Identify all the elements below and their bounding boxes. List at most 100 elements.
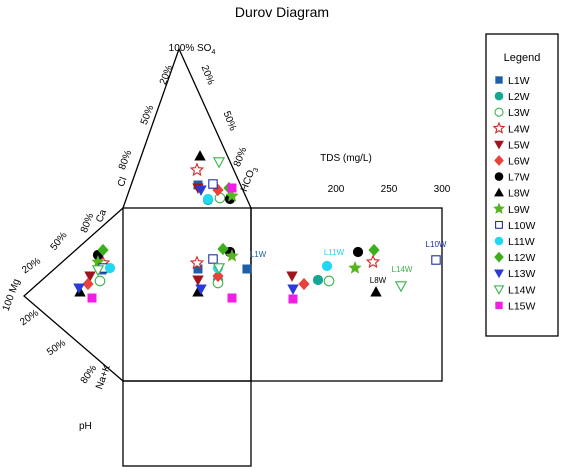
point-l14w-cation <box>91 265 105 277</box>
point-l1w-tds <box>242 264 252 274</box>
cation-triangle <box>23 207 124 382</box>
mg-apex-label: 100 Mg <box>1 278 23 313</box>
chart-title: Durov Diagram <box>235 4 329 20</box>
cation-top-tick-20: 20% <box>20 256 43 277</box>
legend-label-l7w: L7W <box>508 172 530 184</box>
legend-item-l2w: L2W <box>494 91 530 103</box>
legend-item-l8w: L8W <box>494 187 530 200</box>
point-l9w-central <box>225 249 239 262</box>
legend-item-l12w: L12W <box>494 251 536 264</box>
anion-right-tick-20: 20% <box>199 64 216 87</box>
cation-top-tick-80: 80% <box>79 212 96 235</box>
cation-top-tick-50: 50% <box>49 230 70 253</box>
legend-label-l4w: L4W <box>508 123 530 135</box>
point-l5w-central <box>192 275 204 286</box>
point-l3w-tds <box>323 275 335 287</box>
point-l4w-tds <box>365 254 381 269</box>
point-l14w-central <box>212 263 226 275</box>
point-l12w-tds <box>368 243 380 257</box>
legend-label-l9w: L9W <box>508 204 530 216</box>
point-l3w-cation <box>94 275 106 287</box>
point-l6w-central <box>212 269 224 283</box>
legend-item-l10w: L10W <box>495 220 536 232</box>
point-l7w-tds <box>352 246 364 258</box>
cation-bottom-tick-50: 50% <box>45 338 68 359</box>
legend-item-l6w: L6W <box>494 155 530 168</box>
point-l10w-tds <box>431 255 441 265</box>
legend-marker-l11w <box>494 236 504 246</box>
legend-label-l14w: L14W <box>508 284 536 296</box>
point-l11w-tds <box>321 260 333 272</box>
point-l5w-tds <box>286 271 298 282</box>
legend-item-l4w: L4W <box>492 121 530 135</box>
ph-field <box>122 380 252 467</box>
point-l13w-anion <box>195 185 207 196</box>
legend-item-l1w: L1W <box>495 75 530 87</box>
point-l4w-anion <box>189 162 205 177</box>
legend-marker-l5w <box>494 140 504 150</box>
anion-left-tick-20: 20% <box>158 64 175 87</box>
legend-marker-l8w <box>494 187 504 197</box>
legend-title: Legend <box>504 52 541 64</box>
tds-label-l8w: L8W <box>370 276 387 285</box>
legend-label-l5w: L5W <box>508 139 530 151</box>
legend-label-l10w: L10W <box>508 220 536 232</box>
legend-marker-l6w <box>494 155 504 166</box>
legend-label-l8w: L8W <box>508 188 530 200</box>
legend-label-l2w: L2W <box>508 91 530 103</box>
point-l12w-cation <box>97 243 109 257</box>
point-l5w-cation <box>84 271 96 282</box>
point-l9w-anion <box>225 189 239 202</box>
anion-right-tick-80: 80% <box>232 146 249 169</box>
point-l15w-cation <box>87 293 97 303</box>
legend-item-l11w: L11W <box>494 236 535 248</box>
anion-right-tick-50: 50% <box>221 110 238 133</box>
point-l2w-tds <box>312 274 324 286</box>
tds-label-l11w: L11W <box>324 248 345 257</box>
point-l6w-tds <box>298 277 310 291</box>
tds-label-l10w: L10W <box>426 240 447 249</box>
legend-marker-l2w <box>494 91 504 101</box>
legend: Legend L1W L2W L3W L4W L5W L6W L7W L8W L9W L10W L1… <box>485 33 559 337</box>
tds-tick-250: 250 <box>381 184 398 195</box>
legend-marker-l7w <box>494 172 504 181</box>
legend-item-l13w: L13W <box>494 268 536 280</box>
point-l9w-tds <box>348 261 362 274</box>
anion-left-tick-80: 80% <box>117 149 134 172</box>
data-points <box>73 150 441 304</box>
legend-label-l13w: L13W <box>508 268 536 280</box>
cl-label: Cl <box>116 176 130 189</box>
point-l14w-anion <box>212 157 226 169</box>
point-l13w-tds <box>287 284 299 295</box>
cation-bottom-tick-20: 20% <box>18 308 41 329</box>
legend-item-l14w: L14W <box>493 284 536 296</box>
legend-marker-l4w <box>492 121 506 134</box>
point-l14w-tds <box>394 281 408 293</box>
legend-label-l12w: L12W <box>508 252 536 264</box>
legend-marker-l10w <box>495 220 503 229</box>
point-l6w-cation <box>82 277 94 291</box>
tds-axis-title: TDS (mg/L) <box>320 153 372 164</box>
legend-item-l3w: L3W <box>494 107 530 119</box>
point-l8w-tds <box>370 286 382 297</box>
hco3-label: HCO3 <box>239 165 261 194</box>
tds-field <box>250 207 443 382</box>
legend-label-l15w: L15W <box>508 300 536 312</box>
tds-tick-200: 200 <box>328 184 345 195</box>
anion-left-tick-50: 50% <box>139 104 156 127</box>
legend-label-l6w: L6W <box>508 156 530 168</box>
point-l11w-anion <box>202 193 214 205</box>
legend-item-l9w: L9W <box>493 202 530 216</box>
tds-tick-300: 300 <box>434 184 451 195</box>
legend-item-l7w: L7W <box>494 172 530 184</box>
anion-triangle <box>122 47 252 209</box>
legend-label-l11w: L11W <box>508 236 535 248</box>
point-l4w-central <box>189 255 205 270</box>
na-k-label: Na+K <box>94 363 113 391</box>
axis-labels: 100% SO4 20% 50% 80% Cl 20% 50% 80% HCO3… <box>1 43 451 432</box>
legend-marker-l3w <box>494 107 504 117</box>
point-l8w-anion <box>194 150 206 161</box>
